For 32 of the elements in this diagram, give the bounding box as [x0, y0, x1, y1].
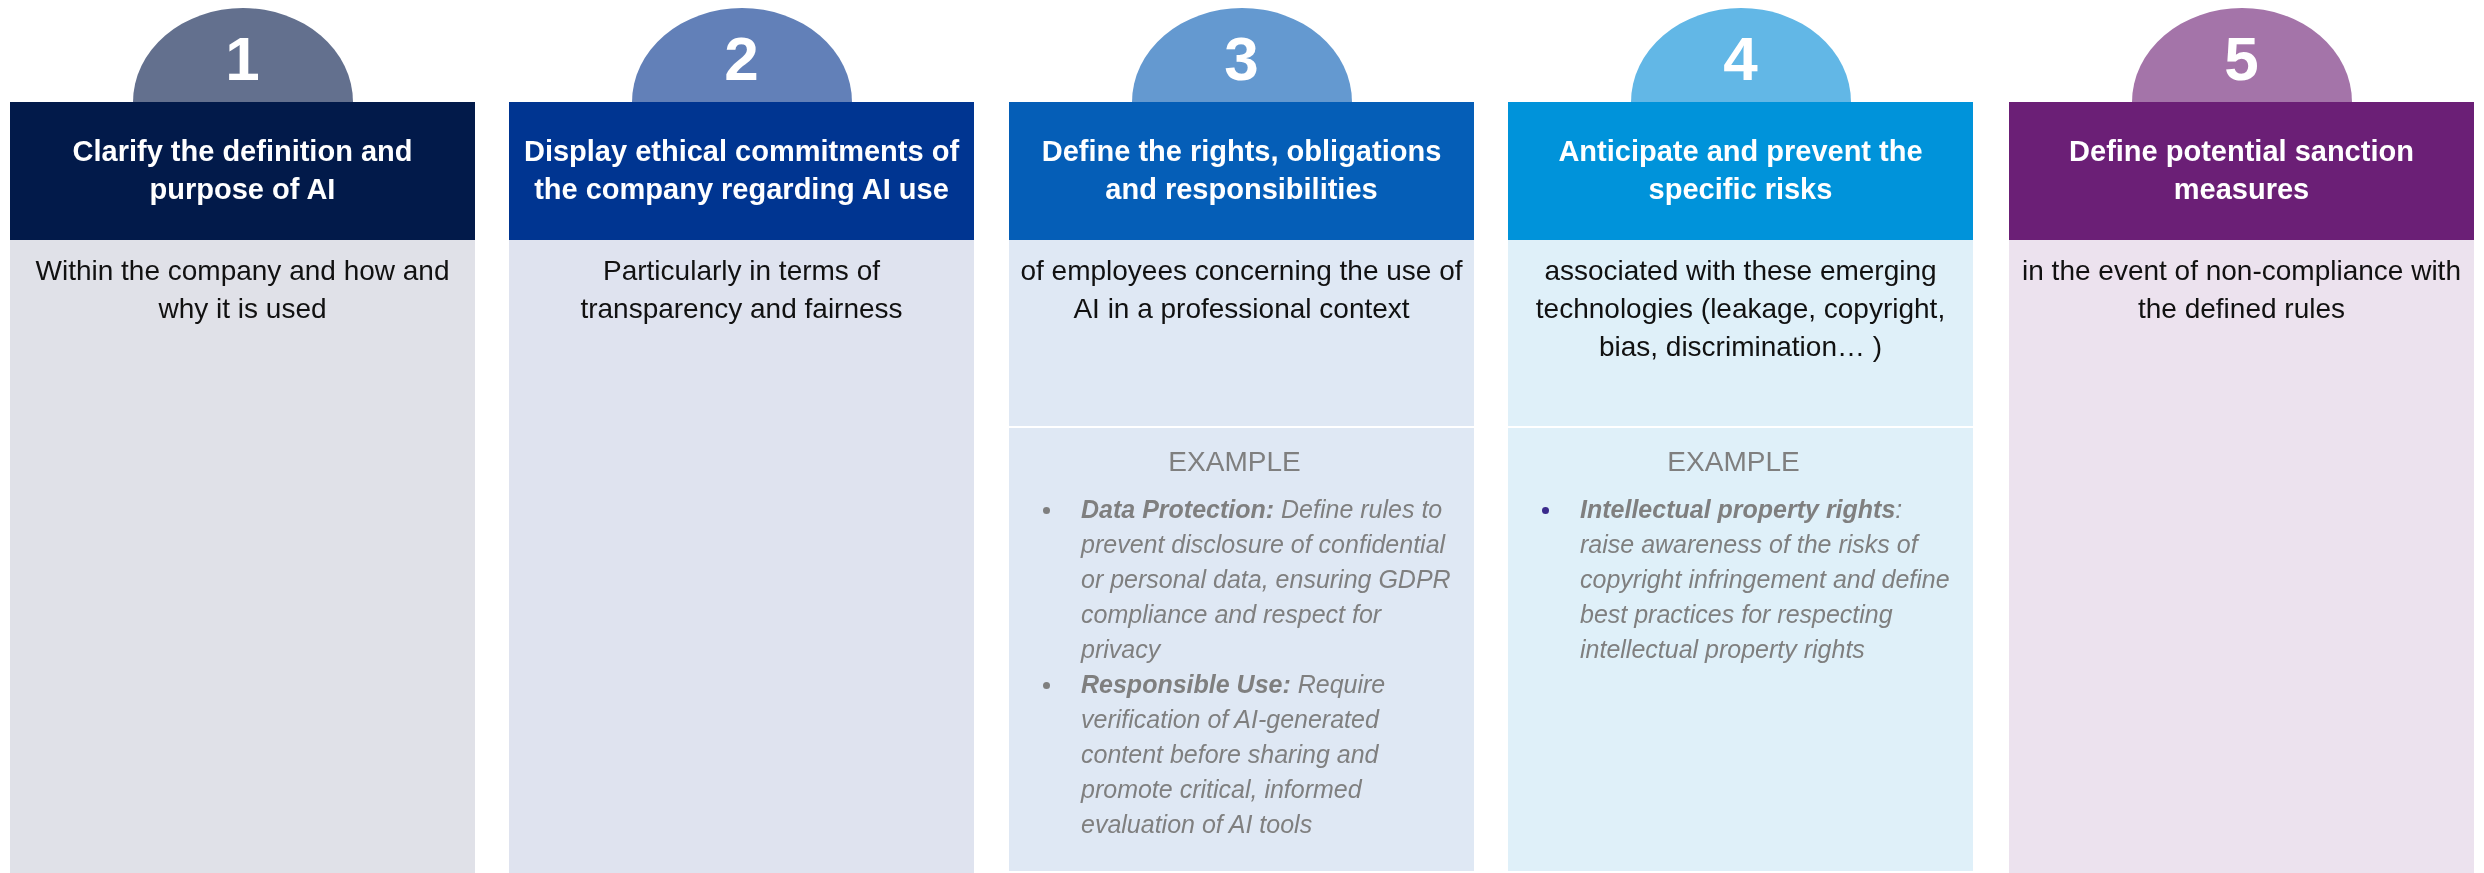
header-box — [10, 102, 475, 240]
header-title: Display ethical commitments of the company regarding AI use — [522, 134, 961, 207]
step-number: 4 — [1723, 28, 1758, 90]
step-number: 1 — [225, 28, 260, 90]
header-title: Define the rights, obligations and responsibilities — [1040, 134, 1443, 207]
header-box — [1508, 102, 1973, 240]
description-panel — [1009, 240, 1474, 426]
example-heading: EXAMPLE — [1167, 445, 1302, 479]
bullet-text: Responsible Use: Require verification of AI-generated content before sharing and promote critical, informed evaluation of AI tools — [1081, 669, 1387, 840]
description-text: associated with these emerging technologies (leakage, copyright, bias, discrimination… ) — [1534, 254, 1947, 364]
example-panel — [1508, 428, 1973, 871]
header-box — [1009, 102, 1474, 240]
example-heading: EXAMPLE — [1666, 445, 1801, 479]
header-box — [2009, 102, 2474, 240]
header-box — [509, 102, 974, 240]
description-text: of employees concerning the use of AI in a professional context — [1019, 254, 1464, 326]
step-number: 5 — [2224, 28, 2259, 90]
bullet-text: Intellectual property rights: raise awareness of the risks of copyright infringement and define best practices for respecting intellectual property rights — [1580, 494, 1951, 665]
description-panel — [10, 240, 475, 873]
example-panel — [1009, 428, 1474, 871]
description-panel — [1508, 240, 1973, 426]
bullet-text: Data Protection: Define rules to prevent disclosure of confidential or personal data, ensuring GDPR compliance and respect for privacy — [1081, 494, 1452, 665]
header-title: Anticipate and prevent the specific risks — [1557, 134, 1924, 207]
step-number: 2 — [724, 28, 759, 90]
description-text: Within the company and how and why it is used — [34, 254, 451, 326]
description-text: in the event of non-compliance with the defined rules — [2021, 254, 2462, 326]
description-panel — [2009, 240, 2474, 873]
description-panel — [509, 240, 974, 873]
description-text: Particularly in terms of transparency and fairness — [579, 254, 904, 326]
step-number: 3 — [1224, 28, 1259, 90]
header-title: Define potential sanction measures — [2068, 134, 2415, 207]
header-title: Clarify the definition and purpose of AI — [71, 134, 414, 207]
